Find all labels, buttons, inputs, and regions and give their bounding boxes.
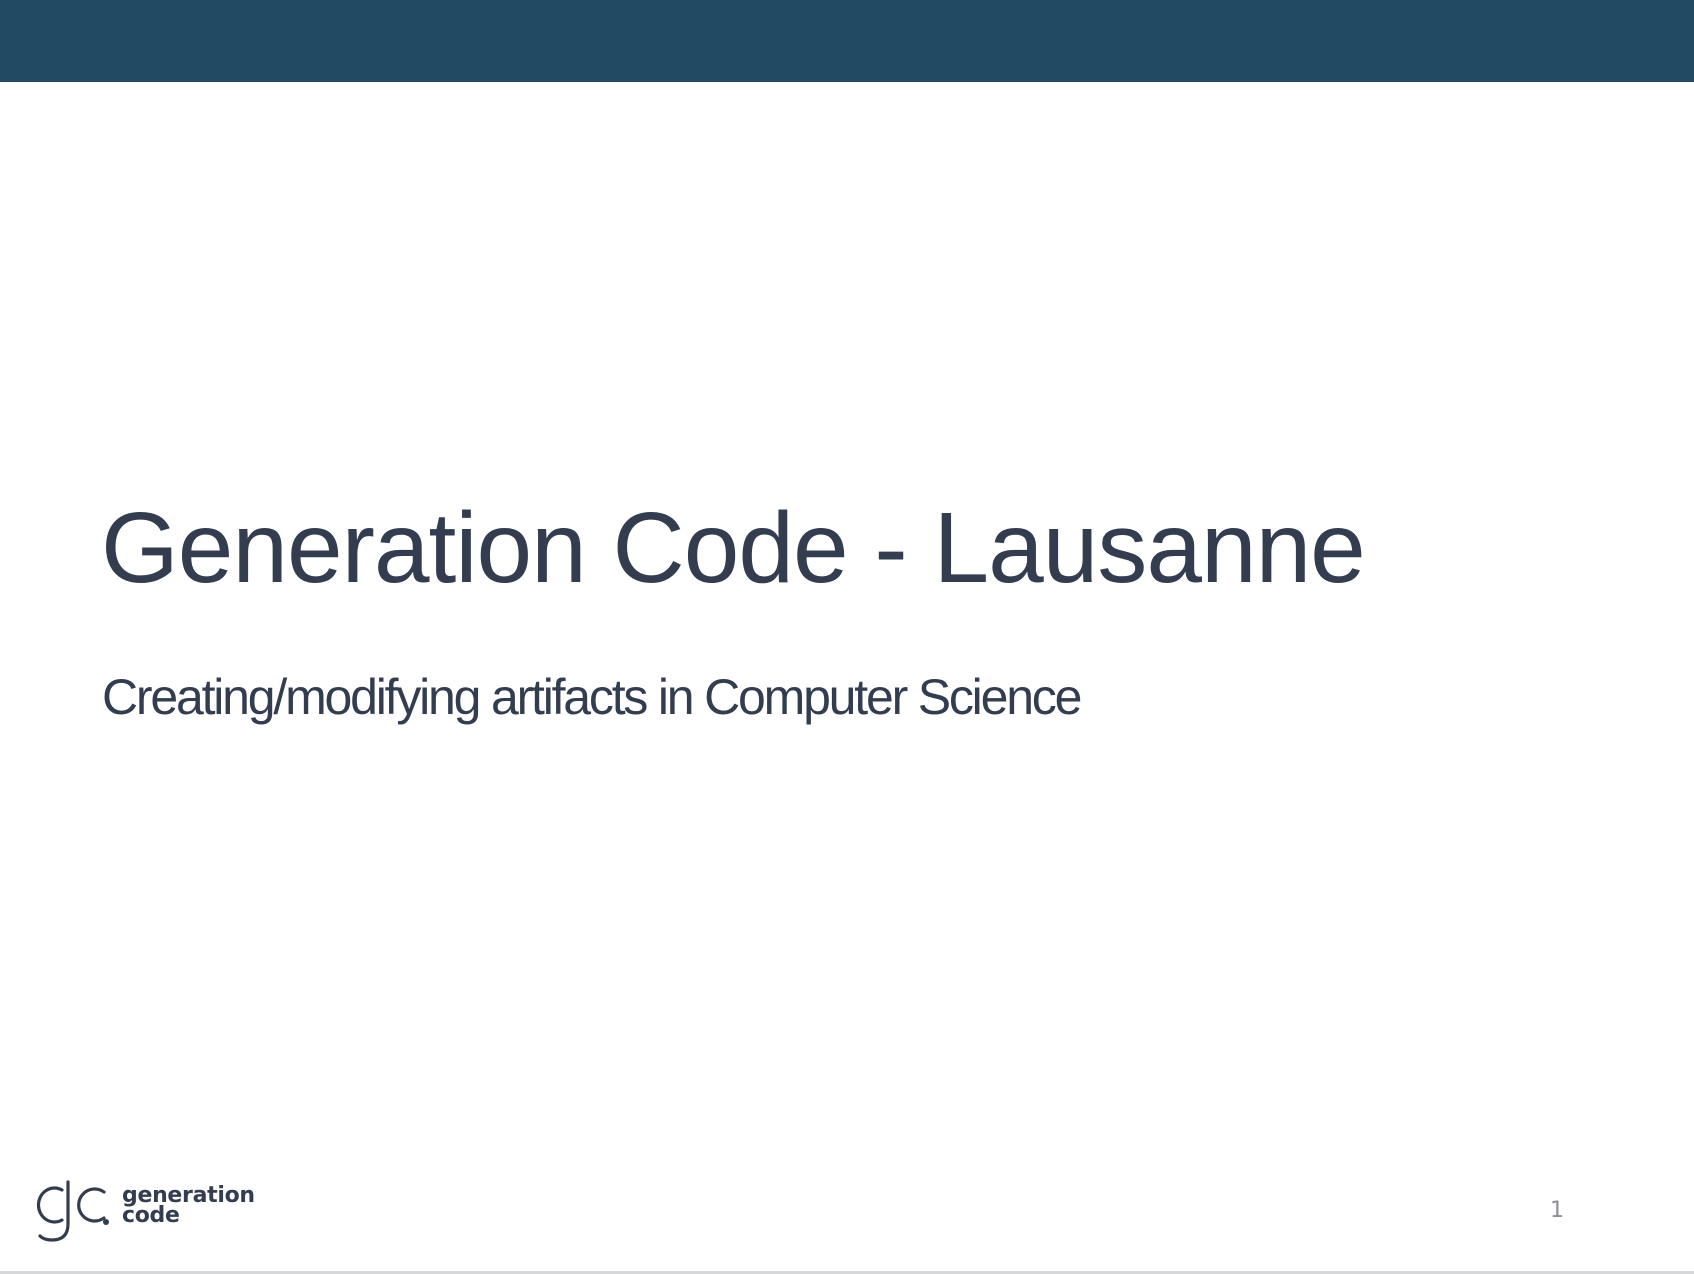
- logo-wordmark: generation code: [122, 1183, 255, 1228]
- bottom-divider: [0, 1271, 1694, 1274]
- gc-logo-mark-icon: [36, 1180, 109, 1242]
- slide-subtitle: Creating/modifying artifacts in Computer…: [102, 669, 1082, 725]
- page-number: 1: [1550, 1198, 1564, 1223]
- logo-wordmark-line2: code: [122, 1203, 180, 1228]
- top-banner: [0, 0, 1694, 82]
- logo-wordmark-line1: generation: [122, 1183, 255, 1208]
- slide-title: Generation Code - Lausanne: [101, 492, 1366, 604]
- generation-code-logo: generation code: [32, 1178, 262, 1244]
